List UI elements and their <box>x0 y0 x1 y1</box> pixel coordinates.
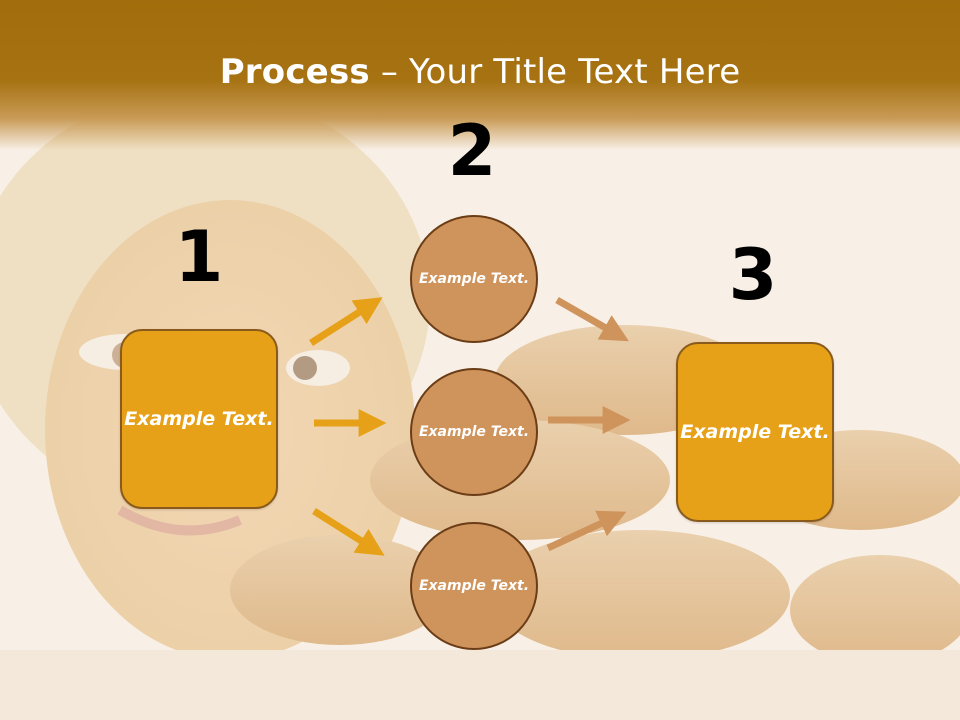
process-box-right-text: Example Text. <box>680 420 830 443</box>
arrow-left-to-bottom <box>312 508 385 556</box>
step-number-1: 1 <box>174 216 224 298</box>
process-box-left-text: Example Text. <box>124 407 274 430</box>
process-circle-top-text: Example Text. <box>418 270 530 287</box>
process-circle-bottom-text: Example Text. <box>418 577 530 594</box>
process-circle-middle-text: Example Text. <box>418 423 530 440</box>
step-number-2: 2 <box>447 110 497 192</box>
arrow-bottom-to-right <box>546 510 627 552</box>
process-circle-bottom: Example Text. <box>410 522 538 650</box>
title-bar <box>0 0 960 150</box>
slide-title: Process – Your Title Text Here <box>0 52 960 92</box>
step-number-3: 3 <box>728 234 778 316</box>
arrow-left-to-top <box>309 297 383 346</box>
arrow-top-to-right <box>555 296 629 342</box>
process-box-right: Example Text. <box>676 342 834 522</box>
title-rest: – Your Title Text Here <box>369 52 741 92</box>
process-box-left: Example Text. <box>120 329 278 509</box>
process-circle-middle: Example Text. <box>410 368 538 496</box>
title-bold: Process <box>219 52 370 92</box>
process-circle-top: Example Text. <box>410 215 538 343</box>
